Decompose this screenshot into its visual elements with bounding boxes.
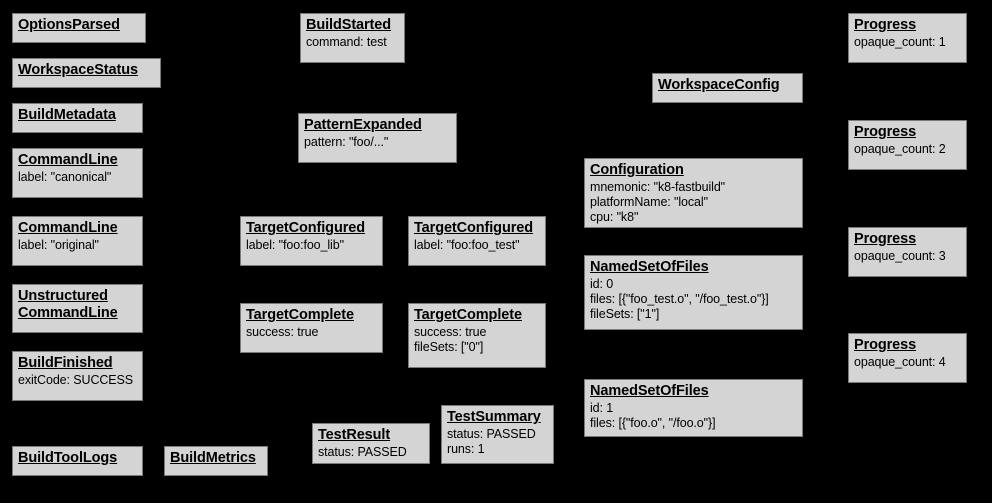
event-node-property: runs: 1 xyxy=(447,442,485,456)
event-node-property: label: "canonical" xyxy=(18,170,112,184)
event-node-property: label: "foo:foo_lib" xyxy=(246,238,344,252)
event-node-property: id: 1 xyxy=(590,401,614,415)
event-node-title: TargetConfigured xyxy=(246,220,365,236)
event-node-title: TestResult xyxy=(318,427,391,443)
event-node-progress-1[interactable]: Progress opaque_count: 1 xyxy=(848,13,967,63)
event-node-property: mnemonic: "k8-fastbuild" xyxy=(590,180,726,194)
event-node-property: fileSets: ["0"] xyxy=(414,340,484,354)
event-node-property: pattern: "foo/..." xyxy=(304,135,389,149)
event-node-title: BuildMetrics xyxy=(170,450,256,466)
event-node-property: label: "original" xyxy=(18,238,99,252)
event-node-title: WorkspaceStatus xyxy=(18,62,138,78)
event-node-property: label: "foo:foo_test" xyxy=(414,238,520,252)
event-node-progress-4[interactable]: Progress opaque_count: 4 xyxy=(848,333,967,383)
event-node-build-started[interactable]: BuildStarted command: test xyxy=(300,13,405,63)
event-node-property: success: true xyxy=(414,325,487,339)
event-node-property: opaque_count: 1 xyxy=(854,35,946,49)
event-node-title: BuildStarted xyxy=(306,17,392,33)
event-node-title: Progress xyxy=(854,231,917,247)
event-node-properties: opaque_count: 1 xyxy=(854,35,961,50)
event-node-title: OptionsParsed xyxy=(18,17,120,33)
event-node-command-line-canonical[interactable]: CommandLine label: "canonical" xyxy=(12,148,143,198)
event-node-title: BuildMetadata xyxy=(18,107,116,123)
event-node-title: WorkspaceConfig xyxy=(658,77,780,93)
event-node-properties: label: "original" xyxy=(18,238,137,253)
event-node-properties: success: true xyxy=(246,325,377,340)
event-node-title: Progress xyxy=(854,337,917,353)
event-node-properties: opaque_count: 3 xyxy=(854,249,961,264)
event-node-title: TestSummary xyxy=(447,409,541,425)
event-node-pattern-expanded[interactable]: PatternExpanded pattern: "foo/..." xyxy=(298,113,457,163)
event-node-title: PatternExpanded xyxy=(304,117,422,133)
event-node-title: CommandLine xyxy=(18,152,118,168)
event-node-title: NamedSetOfFiles xyxy=(590,383,709,399)
event-node-properties: opaque_count: 2 xyxy=(854,142,961,157)
event-node-property: command: test xyxy=(306,35,387,49)
event-node-build-metrics[interactable]: BuildMetrics xyxy=(164,446,268,476)
event-node-properties: label: "foo:foo_test" xyxy=(414,238,540,253)
event-node-properties: opaque_count: 4 xyxy=(854,355,961,370)
event-node-properties: status: PASSED xyxy=(318,445,424,460)
event-node-property: success: true xyxy=(246,325,319,339)
event-node-property: status: PASSED xyxy=(318,445,407,459)
event-node-title: BuildToolLogs xyxy=(18,450,118,466)
event-node-command-line-original[interactable]: CommandLine label: "original" xyxy=(12,216,143,266)
event-node-build-metadata[interactable]: BuildMetadata xyxy=(12,103,143,133)
event-node-progress-3[interactable]: Progress opaque_count: 3 xyxy=(848,227,967,277)
event-node-progress-2[interactable]: Progress opaque_count: 2 xyxy=(848,120,967,170)
event-node-property: platformName: "local" xyxy=(590,195,708,209)
event-node-title: BuildFinished xyxy=(18,355,113,371)
event-node-build-tool-logs[interactable]: BuildToolLogs xyxy=(12,446,143,476)
event-node-property: cpu: "k8" xyxy=(590,210,639,224)
event-node-property: exitCode: SUCCESS xyxy=(18,373,134,387)
event-node-properties: label: "canonical" xyxy=(18,170,137,185)
event-node-workspace-status[interactable]: WorkspaceStatus xyxy=(12,58,161,88)
event-node-property: files: [{"foo.o", "/foo.o"}] xyxy=(590,416,716,430)
event-node-target-complete-lib[interactable]: TargetComplete success: true xyxy=(240,303,383,353)
event-node-title: Progress xyxy=(854,124,917,140)
event-node-unstructured-command-line[interactable]: Unstructured CommandLine xyxy=(12,284,143,333)
event-node-properties: mnemonic: "k8-fastbuild"platformName: "l… xyxy=(590,180,797,225)
event-node-properties: exitCode: SUCCESS xyxy=(18,373,137,388)
event-node-property: id: 0 xyxy=(590,277,614,291)
event-node-title: TargetComplete xyxy=(246,307,354,323)
event-node-title: Progress xyxy=(854,17,917,33)
event-node-title: Unstructured CommandLine xyxy=(18,288,118,321)
event-node-property: opaque_count: 3 xyxy=(854,249,946,263)
event-node-title: TargetConfigured xyxy=(414,220,533,236)
event-node-target-configured-lib[interactable]: TargetConfigured label: "foo:foo_lib" xyxy=(240,216,383,266)
event-node-title: NamedSetOfFiles xyxy=(590,259,709,275)
event-node-property: opaque_count: 2 xyxy=(854,142,946,156)
event-node-title: CommandLine xyxy=(18,220,118,236)
event-node-configuration[interactable]: Configuration mnemonic: "k8-fastbuild"pla… xyxy=(584,158,803,228)
event-node-properties: label: "foo:foo_lib" xyxy=(246,238,377,253)
event-node-title: TargetComplete xyxy=(414,307,522,323)
event-node-workspace-config[interactable]: WorkspaceConfig xyxy=(652,73,803,103)
event-node-property: fileSets: ["1"] xyxy=(590,307,660,321)
event-node-title: Configuration xyxy=(590,162,684,178)
event-node-properties: command: test xyxy=(306,35,399,50)
event-node-properties: pattern: "foo/..." xyxy=(304,135,451,150)
event-node-property: status: PASSED xyxy=(447,427,536,441)
event-node-build-finished[interactable]: BuildFinished exitCode: SUCCESS xyxy=(12,351,143,401)
event-node-options-parsed[interactable]: OptionsParsed xyxy=(12,13,146,43)
event-node-property: files: [{"foo_test.o", "/foo_test.o"}] xyxy=(590,292,769,306)
event-node-target-configured-test[interactable]: TargetConfigured label: "foo:foo_test" xyxy=(408,216,546,266)
event-node-property: opaque_count: 4 xyxy=(854,355,946,369)
event-node-test-result[interactable]: TestResult status: PASSED xyxy=(312,423,430,464)
